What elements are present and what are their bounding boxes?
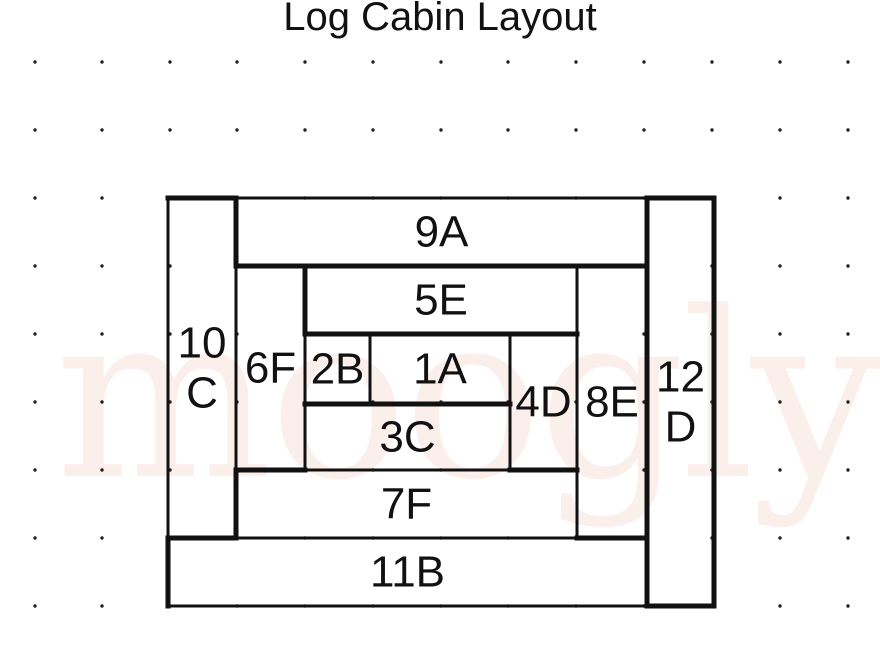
- block-6f: 6F: [234, 264, 307, 472]
- block-9a-label: 9A: [415, 208, 469, 257]
- grid-dot: [846, 264, 850, 268]
- grid-dot: [33, 604, 37, 608]
- block-5e: 5E: [303, 264, 579, 336]
- block-6f-label: 6F: [245, 344, 296, 393]
- grid-dot: [778, 604, 782, 608]
- grid-dot: [778, 536, 782, 540]
- block-2b: 2B: [303, 332, 372, 406]
- grid-dot: [235, 128, 239, 132]
- grid-dot: [439, 128, 443, 132]
- block-12d: 12D: [645, 196, 716, 608]
- block-1a: 1A: [368, 332, 512, 406]
- grid-dot: [846, 332, 850, 336]
- grid-dot: [778, 60, 782, 64]
- grid-dot: [778, 332, 782, 336]
- block-7f-label: 7F: [381, 480, 432, 529]
- grid-dot: [33, 264, 37, 268]
- block-12d-label-line-1: 12: [656, 353, 705, 402]
- grid-dot: [100, 468, 104, 472]
- grid-dot: [778, 264, 782, 268]
- grid-dot: [846, 468, 850, 472]
- grid-dot: [371, 60, 375, 64]
- grid-dot: [846, 536, 850, 540]
- grid-dot: [846, 400, 850, 404]
- block-8e-label: 8E: [585, 378, 639, 427]
- block-5e-label: 5E: [414, 276, 468, 325]
- block-11b: 11B: [166, 536, 649, 608]
- grid-dot: [235, 60, 239, 64]
- grid-dot: [846, 60, 850, 64]
- block-4d: 4D: [508, 332, 579, 472]
- grid-dot: [168, 128, 172, 132]
- grid-dot: [846, 128, 850, 132]
- block-11b-label: 11B: [370, 548, 445, 597]
- grid-dot: [710, 60, 714, 64]
- grid-dot: [33, 468, 37, 472]
- block-10c-label-line-2: C: [186, 369, 218, 418]
- block-8e: 8E: [575, 264, 649, 540]
- grid-dot: [33, 332, 37, 336]
- block-10c: 10C: [166, 196, 238, 540]
- grid-dot: [846, 604, 850, 608]
- block-4d-label: 4D: [515, 378, 571, 427]
- grid-dot: [100, 264, 104, 268]
- page-title: Log Cabin Layout: [283, 0, 597, 39]
- grid-dot: [33, 400, 37, 404]
- grid-dot: [33, 128, 37, 132]
- block-3c: 3C: [303, 402, 512, 472]
- block-12d-label-line-2: D: [665, 403, 697, 452]
- grid-dot: [100, 604, 104, 608]
- block-9a: 9A: [234, 196, 649, 268]
- grid-dot: [846, 196, 850, 200]
- grid-dot: [778, 128, 782, 132]
- block-10c-label-line-1: 10: [178, 319, 227, 368]
- grid-dot: [100, 196, 104, 200]
- block-3c-label: 3C: [379, 413, 435, 462]
- grid-dot: [100, 128, 104, 132]
- grid-dot: [100, 60, 104, 64]
- grid-dot: [778, 468, 782, 472]
- grid-dot: [33, 196, 37, 200]
- grid-dot: [506, 128, 510, 132]
- grid-dot: [303, 60, 307, 64]
- block-2b-label: 2B: [311, 345, 365, 394]
- block-1a-label: 1A: [413, 345, 467, 394]
- grid-dot: [642, 60, 646, 64]
- grid-dot: [710, 128, 714, 132]
- grid-dot: [574, 60, 578, 64]
- grid-dot: [642, 128, 646, 132]
- grid-dot: [778, 400, 782, 404]
- grid-dot: [439, 60, 443, 64]
- grid-dot: [100, 536, 104, 540]
- grid-dot: [506, 60, 510, 64]
- grid-dot: [168, 60, 172, 64]
- grid-dot: [100, 332, 104, 336]
- grid-dot: [778, 196, 782, 200]
- grid-dot: [33, 536, 37, 540]
- grid-dot: [33, 60, 37, 64]
- block-7f: 7F: [234, 468, 579, 540]
- grid-dot: [100, 400, 104, 404]
- round-boundary-strokes: [165, 195, 717, 609]
- grid-dot: [371, 128, 375, 132]
- grid-dot: [303, 128, 307, 132]
- grid-dot: [574, 128, 578, 132]
